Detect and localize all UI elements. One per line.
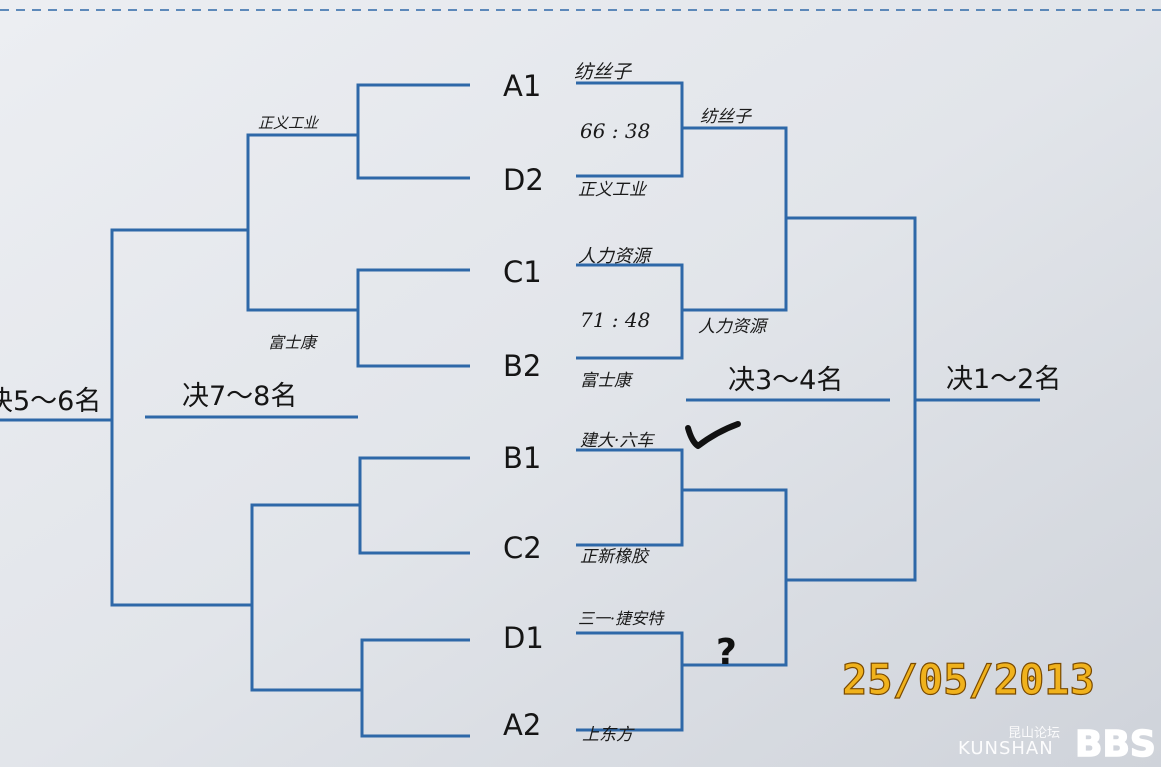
- watermark-forum: 昆山论坛: [1008, 726, 1060, 741]
- watermark-bbs-logo: BBS: [1075, 724, 1156, 765]
- seed-label-c2: C2: [503, 531, 542, 565]
- note-a2-team: 上东方: [582, 725, 635, 745]
- date-stamp: 25/05/2013: [842, 655, 1095, 704]
- seed-label-a1: A1: [503, 69, 541, 103]
- question-mark-icon: ?: [716, 632, 737, 673]
- pair-c1-b2-line: [356, 268, 470, 368]
- pair-a1-d2-line: [356, 83, 470, 180]
- caption-fifth: 决5～6名: [0, 386, 101, 417]
- right-pair3-line: [576, 448, 684, 547]
- note-c1-team: 人力资源: [578, 246, 653, 267]
- note-a1-winner: 纺丝子: [574, 61, 633, 83]
- check-mark-icon: [685, 421, 741, 449]
- note-b2-team: 富士康: [580, 371, 634, 391]
- seed-label-c1: C1: [503, 255, 542, 289]
- note-score-2: 71 : 48: [580, 308, 650, 332]
- left-lower-bracket-line: [250, 503, 362, 692]
- note-b1-team: 建大·六车: [580, 431, 655, 451]
- note-semi-top-loser: 人力资源: [698, 317, 769, 337]
- caption-third: 决3～4名: [728, 365, 843, 396]
- watermark-kunshan: KUNSHAN: [958, 738, 1054, 759]
- left-outer-bracket-line: [110, 228, 252, 607]
- note-d2-team: 正义工业: [578, 180, 648, 200]
- note-left-bottom: 富士康: [268, 333, 319, 352]
- seed-label-b1: B1: [503, 441, 541, 475]
- right-pair4-line: [576, 631, 684, 732]
- semi-bottom-line: [682, 488, 788, 667]
- bracket-lines: [0, 81, 1040, 738]
- left-upper-bracket-line: [246, 133, 358, 312]
- seed-label-a2: A2: [503, 708, 541, 742]
- note-left-top: 正义工业: [258, 114, 319, 132]
- caption-seventh: 决7～8名: [182, 381, 297, 412]
- seed-label-d2: D2: [503, 163, 544, 197]
- note-d1-team: 三一·捷安特: [578, 609, 665, 628]
- seed-label-d1: D1: [503, 621, 544, 655]
- note-score-1: 66 : 38: [580, 119, 650, 143]
- seed-label-b2: B2: [503, 349, 541, 383]
- caption-final: 决1～2名: [946, 364, 1061, 395]
- note-c2-team: 正新橡胶: [580, 547, 650, 567]
- note-semi-top-winner: 纺丝子: [700, 107, 752, 127]
- pair-d1-a2-line: [360, 638, 470, 738]
